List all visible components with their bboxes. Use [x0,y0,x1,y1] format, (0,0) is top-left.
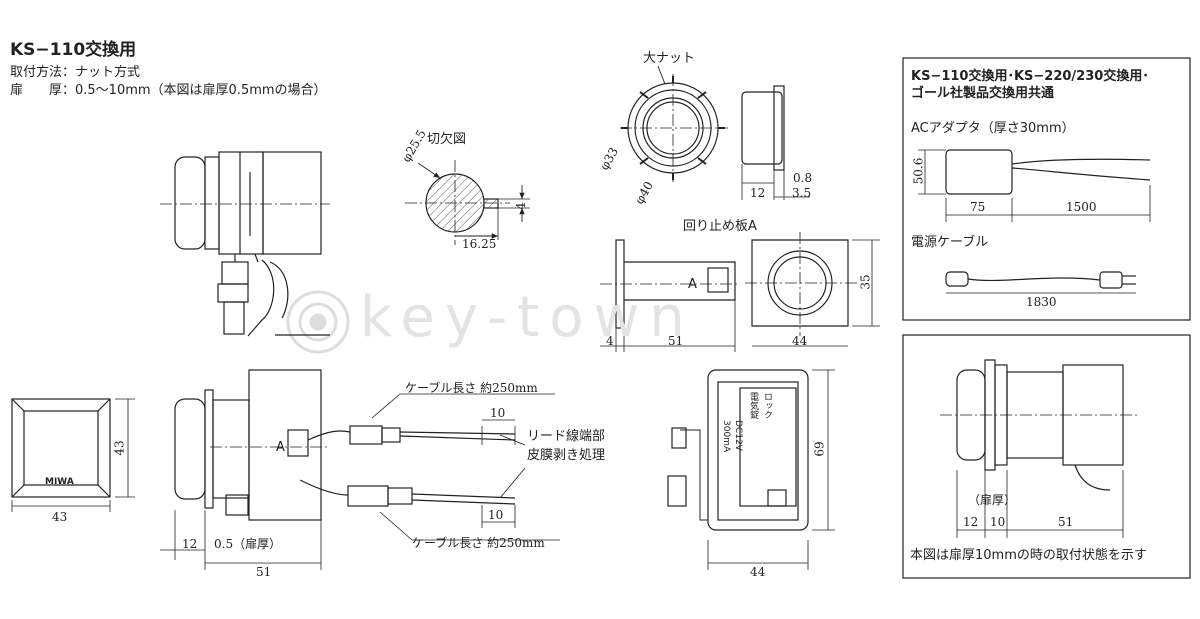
adapter-dim-height: 50.6 [911,157,926,185]
adapter-cable-length: 1500 [1066,200,1097,214]
ac-adapter [918,149,1151,222]
panel-heading-2: ゴール社製品交換用共通 [911,86,1055,101]
cutout-height: 4 [513,202,528,210]
rear-dim-44: 44 [750,565,766,579]
side-dim-51: 51 [256,565,272,579]
power-cable-length: 1830 [1026,295,1057,309]
power-cable-label: 電源ケーブル [911,235,989,250]
cutout-diagram [405,160,530,245]
adapter-dim-width: 75 [970,200,986,214]
front-view [11,398,135,512]
watermark-logo [286,290,350,354]
rear-label-1: 電気錠 [748,392,758,419]
cable-length-bottom: ケーブル長さ 約250mm [412,536,545,550]
cable-length-top: ケーブル長さ 約250mm [405,381,538,395]
stop-plate-side [600,239,740,352]
cutout-label: 切欠図 [427,132,467,147]
rear-label-2: ロック [762,392,772,419]
watermark-text: key-town [360,285,695,350]
plate-dim-35: 35 [858,274,873,290]
side-dim-12: 12 [182,537,198,551]
nut-dim-12: 12 [750,186,766,200]
brand-logo: MIWA [45,477,74,487]
big-nut-front [620,65,728,182]
rear-label-4: 300mA [721,420,731,453]
door-thickness-label: 0.5（扉厚） [214,537,282,551]
big-nut-label: 大ナット [643,51,696,66]
front-dim-43h: 43 [112,440,127,456]
rear-label-3: DC12V [733,420,743,451]
side-view-bottom [160,369,330,570]
right-panel-bottom [902,334,1191,579]
lead-note-2: 皮膜剥き処理 [527,448,606,463]
right-panel-top [902,57,1191,321]
plate-dim-4: 4 [606,334,614,348]
nut-dim-3-5: 3.5 [792,186,812,200]
cable-assembly [299,393,560,541]
front-dim-43w: 43 [52,510,68,524]
strip-dim-10-top: 10 [490,406,506,420]
ac-adapter-label: ACアダプタ（厚さ30mm） [911,121,1075,136]
panel-door-label: （扉厚） [968,493,1017,507]
panel-dim-51: 51 [1058,515,1074,529]
panel-dim-10: 10 [990,515,1006,529]
side-view-top [160,151,330,337]
nut-dim-0-8: 0.8 [793,171,813,185]
rear-dim-69: 69 [812,441,827,457]
page-title: KS−110交換用 [10,40,137,60]
panel-dim-12: 12 [963,515,979,529]
rear-view [667,369,835,570]
plate-dim-51: 51 [668,334,684,348]
mount-method: 取付方法：ナット方式 [10,65,141,80]
power-cable [945,271,1136,294]
cutout-width: 16.25 [462,237,497,251]
strip-dim-10-bottom: 10 [488,508,504,522]
marker-a-top: A [688,277,697,292]
stop-plate-label: 回り止め板A [683,219,757,234]
installed-side-view [940,359,1140,538]
lead-note-1: リード線端部 [527,429,606,444]
marker-a-bottom: A [276,440,285,455]
plate-dim-44: 44 [792,334,808,348]
big-nut-side [741,85,810,200]
stop-plate-front [745,232,880,347]
panel-note: 本図は扉厚10mmの時の取付状態を示す [910,548,1147,563]
panel-heading-1: KS−110交換用･KS−220/230交換用･ [911,69,1149,84]
door-thickness: 扉 厚：0.5〜10mm（本図は扉厚0.5mmの場合） [10,83,327,98]
